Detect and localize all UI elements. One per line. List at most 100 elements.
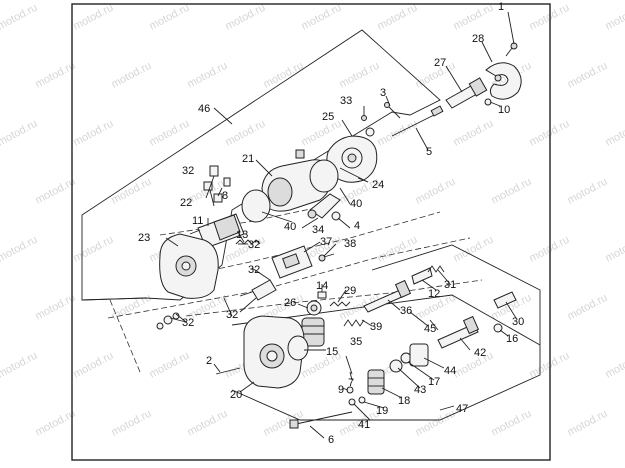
callout-20: 20 bbox=[230, 389, 242, 401]
watermark-text: motod.ru bbox=[109, 408, 153, 439]
end-cover-part-28 bbox=[485, 62, 522, 100]
bolt-part-2 bbox=[215, 367, 241, 375]
callout-45: 45 bbox=[424, 323, 436, 335]
callout-4: 4 bbox=[354, 220, 360, 232]
callout-7: 7 bbox=[348, 377, 354, 389]
watermark-text: motod.ru bbox=[565, 292, 609, 323]
watermark-text: motod.ru bbox=[337, 60, 381, 91]
watermark-text: motod.ru bbox=[71, 350, 115, 381]
callout-2: 2 bbox=[206, 355, 212, 367]
spring-part-13 bbox=[235, 239, 261, 245]
brush-holder-part-24 bbox=[326, 135, 378, 183]
callout-35: 35 bbox=[350, 336, 362, 348]
callout-16: 16 bbox=[506, 333, 518, 345]
shaft-part-27 bbox=[445, 77, 488, 109]
callout-6: 6 bbox=[328, 434, 334, 446]
callout-28: 28 bbox=[472, 33, 484, 45]
shaft-part-32 bbox=[239, 279, 277, 301]
housing-part-23 bbox=[159, 233, 219, 299]
assembly-47-outline bbox=[81, 294, 541, 421]
small-parts-left bbox=[156, 312, 180, 330]
callout-24: 24 bbox=[372, 179, 384, 191]
callout-27: 27 bbox=[434, 57, 446, 69]
watermark-text: motod.ru bbox=[147, 2, 191, 33]
watermark-text: motod.ru bbox=[375, 234, 419, 265]
watermark-text: motod.ru bbox=[71, 118, 115, 149]
callout-25: 25 bbox=[322, 111, 334, 123]
bolt-part-38 bbox=[318, 253, 335, 262]
assembly-45-outline bbox=[371, 244, 541, 345]
o-ring-part-40-a bbox=[241, 189, 271, 223]
gear-part-26 bbox=[306, 300, 322, 316]
callout-32-c: 32 bbox=[248, 264, 260, 276]
callout-22: 22 bbox=[180, 197, 192, 209]
callout-40-a: 40 bbox=[350, 198, 362, 210]
pinion-part-18 bbox=[367, 369, 385, 395]
shaft-part-42 bbox=[437, 315, 480, 349]
callout-21: 21 bbox=[242, 153, 254, 165]
washer-part-41 bbox=[348, 398, 356, 406]
dashed-guide-3 bbox=[159, 204, 331, 236]
callout-labels: 1 2 3 4 5 6 7 8 9 10 11 12 13 14 15 16 1… bbox=[138, 1, 524, 446]
watermark-text: motod.ru bbox=[0, 118, 39, 149]
watermark-text: motod.ru bbox=[489, 176, 533, 207]
part-25 bbox=[365, 127, 375, 137]
part-14 bbox=[317, 291, 327, 299]
watermark-text: motod.ru bbox=[261, 60, 305, 91]
drive-shaft-part-36 bbox=[363, 279, 412, 313]
callout-34: 34 bbox=[312, 224, 324, 236]
callout-32-d: 32 bbox=[226, 309, 238, 321]
callout-37: 37 bbox=[320, 236, 332, 248]
outer-frame bbox=[71, 3, 551, 461]
dashed-guide-4 bbox=[109, 299, 141, 373]
watermark-text: motod.ru bbox=[451, 2, 495, 33]
callout-33: 33 bbox=[340, 95, 352, 107]
callout-12: 12 bbox=[428, 288, 440, 300]
pin-part-30 bbox=[493, 291, 517, 309]
spring-part-31 bbox=[427, 265, 445, 273]
o-ring-part-15 bbox=[287, 335, 309, 361]
watermark-text: motod.ru bbox=[565, 60, 609, 91]
watermark-text: motod.ru bbox=[603, 350, 625, 381]
watermark-text: motod.ru bbox=[565, 408, 609, 439]
callout-32-b: 32 bbox=[248, 239, 260, 251]
watermark-text: motod.ru bbox=[147, 350, 191, 381]
watermark-text: motod.ru bbox=[0, 350, 39, 381]
callout-43: 43 bbox=[414, 384, 426, 396]
callout-15: 15 bbox=[326, 346, 338, 358]
watermark-text: motod.ru bbox=[603, 118, 625, 149]
watermark-text: motod.ru bbox=[71, 234, 115, 265]
watermark-text: motod.ru bbox=[33, 408, 77, 439]
long-bolt-part-6 bbox=[289, 411, 353, 429]
clutch-part-44 bbox=[409, 343, 429, 367]
watermark-text: motod.ru bbox=[33, 176, 77, 207]
callout-5: 5 bbox=[426, 146, 432, 158]
callout-18: 18 bbox=[398, 395, 410, 407]
watermark-text: motod.ru bbox=[223, 2, 267, 33]
screw-part-33 bbox=[361, 115, 367, 121]
watermark-text: motod.ru bbox=[413, 176, 457, 207]
callout-47: 47 bbox=[456, 403, 468, 415]
watermark-text: motod.ru bbox=[299, 2, 343, 33]
through-bolt-part-5 bbox=[391, 105, 444, 137]
watermark-text: motod.ru bbox=[0, 2, 39, 33]
callout-29: 29 bbox=[344, 285, 356, 297]
watermark-layer: motod.ru motod.ru motod.ru motod.ru motod.ru… bbox=[0, 2, 625, 439]
watermark-text: motod.ru bbox=[451, 234, 495, 265]
watermark-text: motod.ru bbox=[565, 176, 609, 207]
solenoid-plate-part-37 bbox=[271, 245, 313, 279]
spring-part-39 bbox=[343, 319, 365, 327]
callout-13: 13 bbox=[236, 229, 248, 241]
watermark-text: motod.ru bbox=[33, 292, 77, 323]
callout-40-b: 40 bbox=[284, 221, 296, 233]
callout-1: 1 bbox=[498, 1, 504, 13]
watermark-text: motod.ru bbox=[71, 2, 115, 33]
callout-10: 10 bbox=[498, 104, 510, 116]
callout-14: 14 bbox=[316, 280, 328, 292]
watermark-text: motod.ru bbox=[375, 2, 419, 33]
callout-39: 39 bbox=[370, 321, 382, 333]
watermark-text: motod.ru bbox=[603, 234, 625, 265]
watermark-text: motod.ru bbox=[0, 234, 39, 265]
callout-44: 44 bbox=[444, 365, 456, 377]
